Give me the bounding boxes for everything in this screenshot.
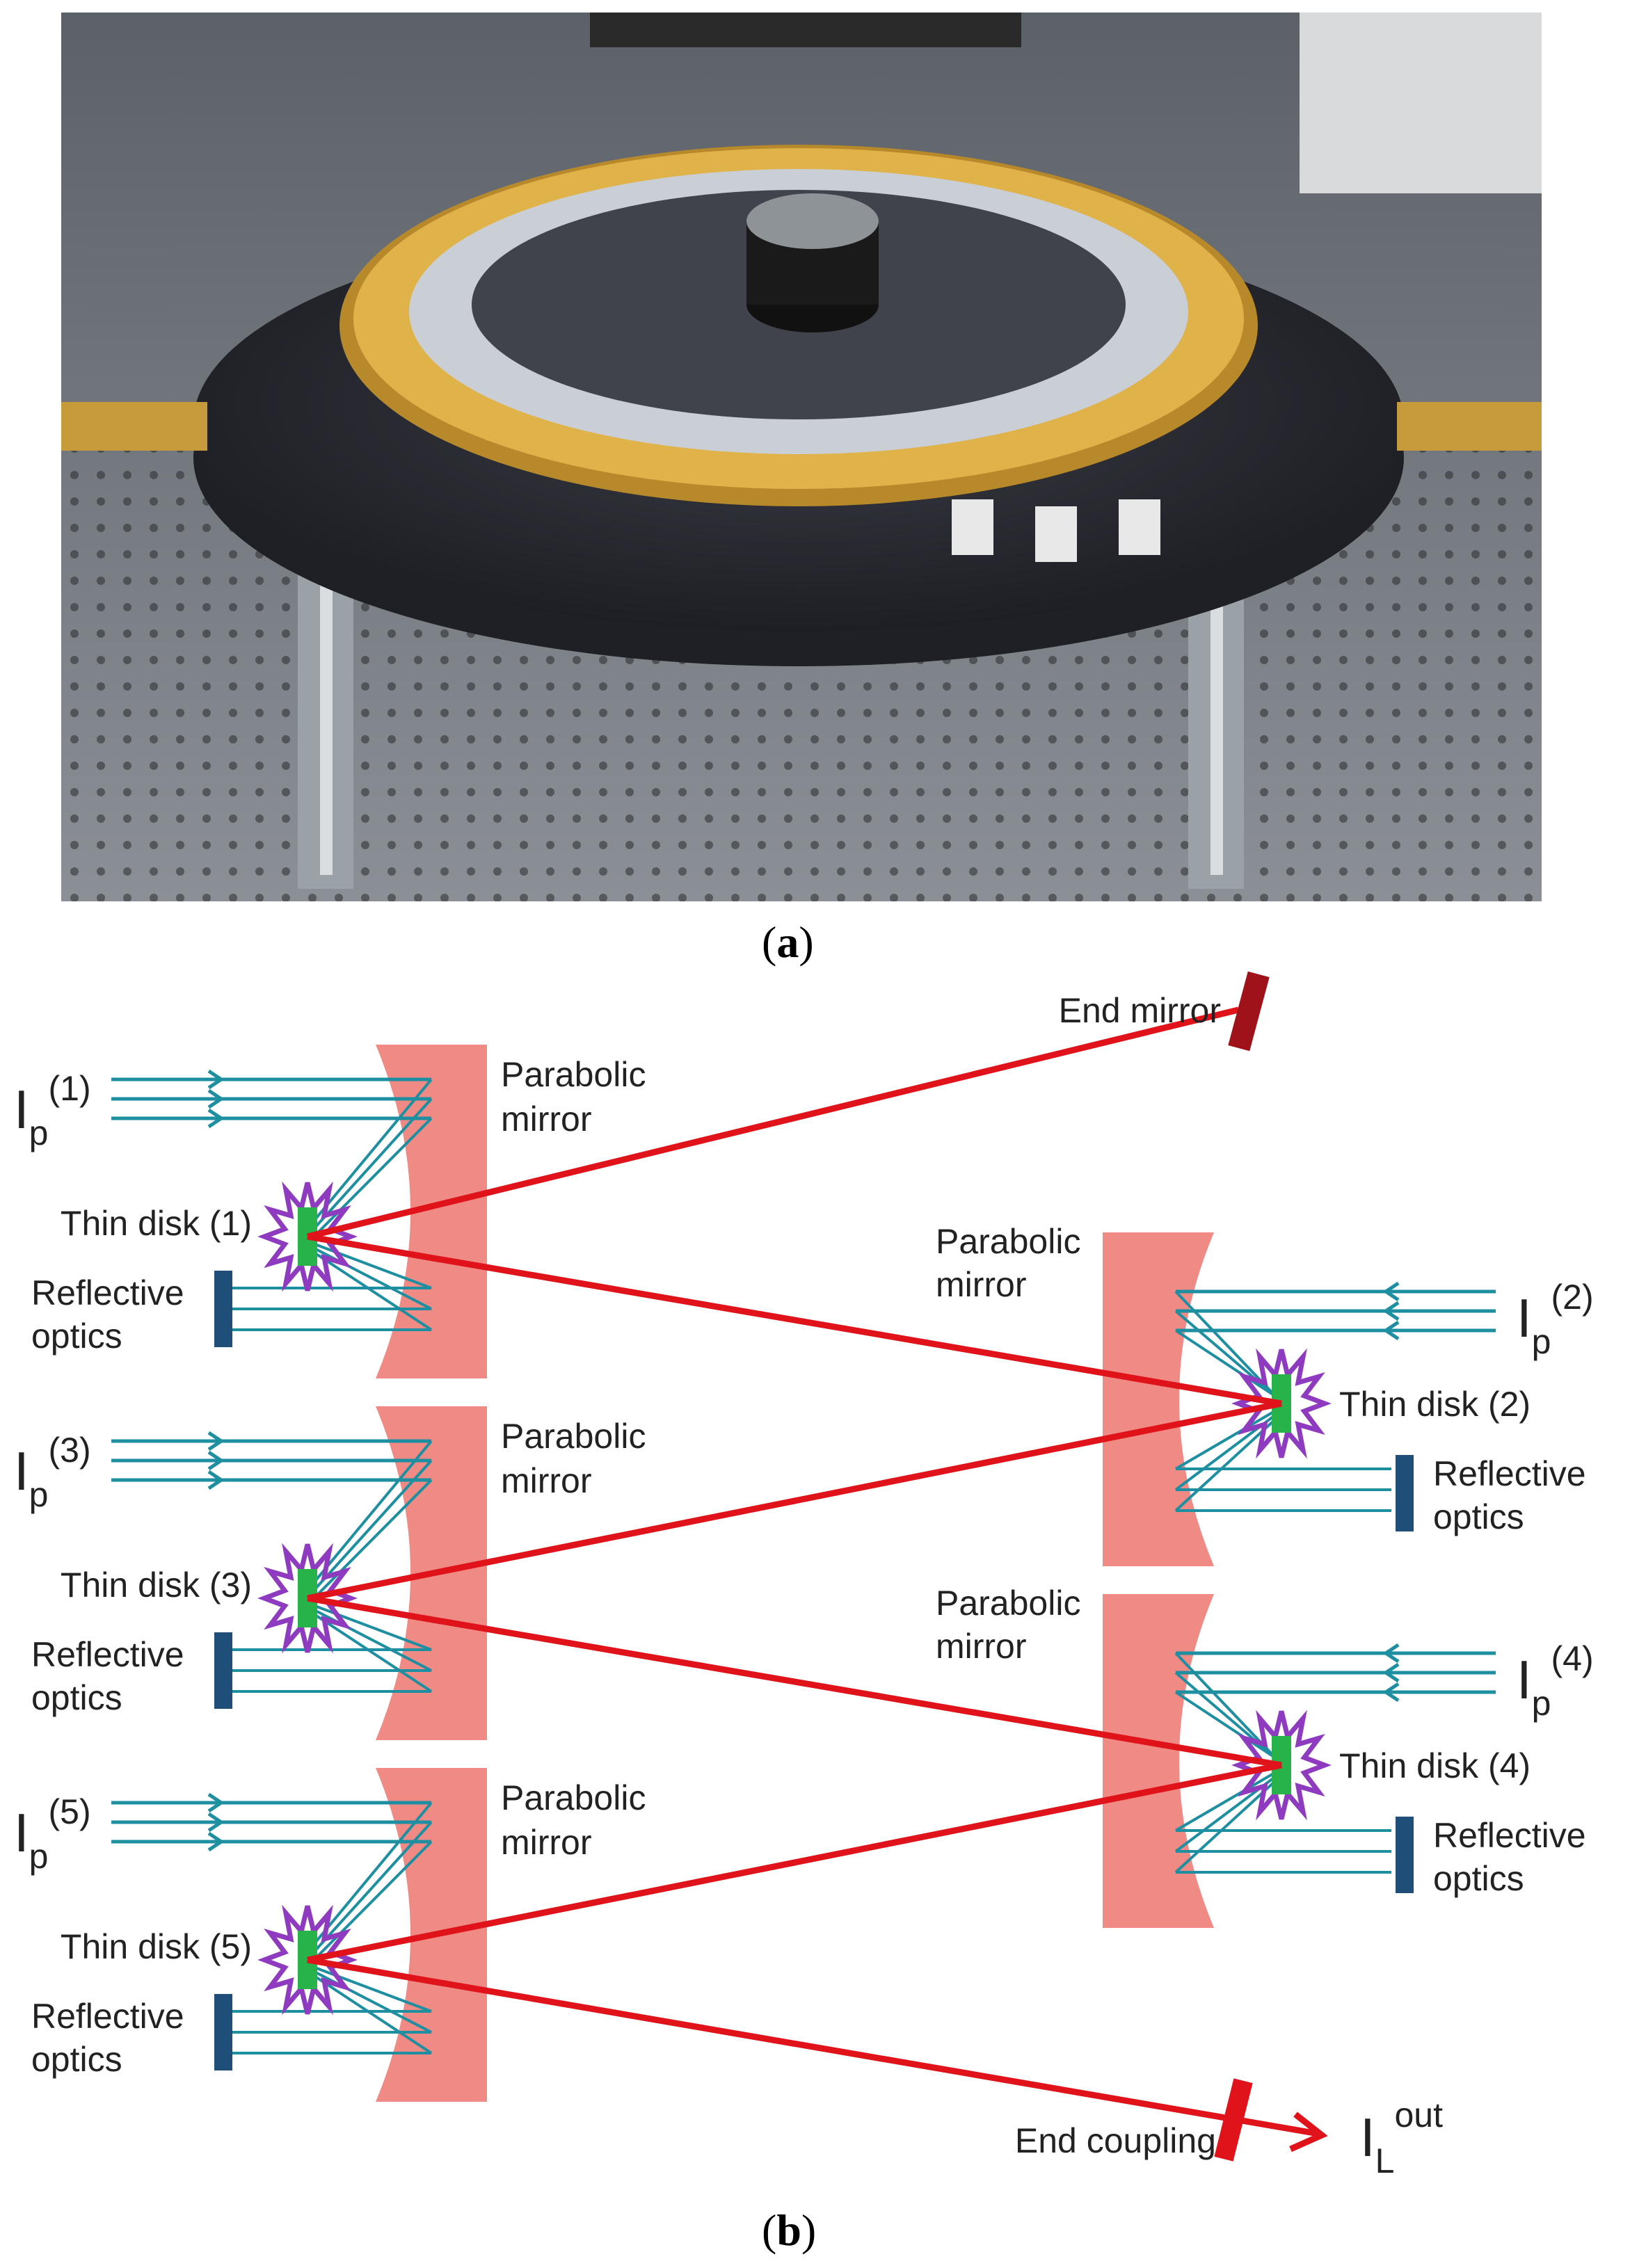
pump-beam xyxy=(312,1612,433,1693)
reflective-optics-label: optics xyxy=(1433,1859,1524,1898)
reflective-optics xyxy=(214,1994,232,2070)
reflective-optics xyxy=(1396,1455,1414,1531)
arrow-icon xyxy=(207,1069,225,1090)
thin-disk-label: Thin disk (4) xyxy=(1339,1746,1531,1785)
arrow-icon xyxy=(207,1431,225,1451)
pump-beam xyxy=(1174,1771,1277,1832)
pump-beam xyxy=(1174,1409,1277,1470)
disk-glow-icon xyxy=(257,1181,358,1292)
parabolic-mirror-label: Parabolic xyxy=(936,1584,1080,1623)
pump-beam xyxy=(1174,1779,1277,1874)
parabolic-mirror-label: Parabolic xyxy=(501,1055,646,1094)
laser-beam xyxy=(306,1006,1240,1240)
parabolic-mirror-label: mirror xyxy=(936,1627,1027,1666)
reflective-optics xyxy=(1396,1817,1414,1893)
laser-beam xyxy=(307,1762,1282,1963)
thin-disk-ring-photo xyxy=(61,13,1542,901)
pump-beam xyxy=(312,1078,433,1223)
arrow-icon xyxy=(207,1470,225,1490)
pump-beam xyxy=(312,1974,433,2054)
disk-glow-icon xyxy=(1231,1710,1332,1821)
arrow-icon xyxy=(207,1792,225,1813)
panel-label-a: (a) xyxy=(762,917,814,967)
pump-beam xyxy=(312,1440,433,1585)
end-mirror xyxy=(1228,971,1270,1052)
parabolic-mirror-label: mirror xyxy=(501,1100,592,1139)
reflective-optics-label: optics xyxy=(31,2040,122,2079)
reflective-optics-label: Reflective xyxy=(1433,1816,1586,1855)
arrow-icon xyxy=(207,1812,225,1833)
pump-beam xyxy=(312,1459,433,1593)
disk-glow-icon xyxy=(257,1904,358,2016)
arrow-icon xyxy=(1382,1281,1400,1302)
reflective-optics-label: optics xyxy=(31,1678,122,1717)
pump-beam xyxy=(312,1840,433,1962)
arrow-icon xyxy=(207,1088,225,1109)
pump-beam xyxy=(312,1801,433,1947)
end-coupling xyxy=(1214,2078,1253,2162)
parabolic-mirror-label: Parabolic xyxy=(501,1417,646,1456)
arrow-icon xyxy=(1382,1643,1400,1664)
reflective-optics-label: optics xyxy=(31,1317,122,1356)
thin-disk-label: Thin disk (5) xyxy=(61,1927,252,1966)
pump-beam xyxy=(312,1097,433,1231)
panel-label-b: (b) xyxy=(762,2205,817,2255)
pump-beam xyxy=(1174,1691,1277,1760)
laser-beam xyxy=(307,1400,1282,1602)
pump-label: Ip(4) xyxy=(1517,1639,1594,1723)
arrow-icon xyxy=(207,1108,225,1129)
pump-label: Ip(2) xyxy=(1517,1278,1594,1361)
parabolic-mirror-label: mirror xyxy=(501,1823,592,1862)
laser-beam xyxy=(307,1233,1282,1407)
end-mirror-label: End mirror xyxy=(1059,991,1221,1030)
arrow-icon xyxy=(1382,1301,1400,1321)
thin-disk-label: Thin disk (2) xyxy=(1339,1385,1531,1424)
output-arrow-icon xyxy=(1289,2112,1328,2153)
thin-disk-label: Thin disk (1) xyxy=(61,1204,252,1243)
parabolic-mirror-label: mirror xyxy=(936,1265,1027,1304)
thin-disk-label: Thin disk (3) xyxy=(61,1566,252,1605)
reflective-optics xyxy=(214,1632,232,1709)
laser-beam xyxy=(307,1595,1282,1769)
parabolic-mirror xyxy=(1103,1232,1214,1566)
arrow-icon xyxy=(207,1831,225,1852)
parabolic-mirror-label: Parabolic xyxy=(501,1778,646,1817)
arrow-icon xyxy=(1382,1682,1400,1703)
end-coupling-label: End coupling xyxy=(1015,2121,1216,2160)
pump-label: Ip(1) xyxy=(14,1069,91,1152)
output-label: ILout xyxy=(1360,2096,1443,2180)
reflective-optics-label: Reflective xyxy=(31,1997,184,2036)
pump-label: Ip(3) xyxy=(14,1431,91,1514)
arrow-icon xyxy=(1382,1662,1400,1683)
reflective-optics-label: Reflective xyxy=(31,1273,184,1312)
parabolic-mirror xyxy=(1103,1594,1214,1928)
laser-beam xyxy=(307,1956,1319,2137)
pump-label: Ip(5) xyxy=(14,1792,91,1876)
pump-beam xyxy=(1174,1417,1277,1512)
reflective-optics-label: optics xyxy=(1433,1497,1524,1536)
pump-beam xyxy=(312,1250,433,1331)
reflective-optics-label: Reflective xyxy=(1433,1454,1586,1493)
parabolic-mirror-label: Parabolic xyxy=(936,1222,1080,1261)
reflective-optics xyxy=(214,1271,232,1347)
disk-glow-icon xyxy=(1231,1348,1332,1459)
pump-beam xyxy=(312,1117,433,1239)
pump-beam xyxy=(312,1479,433,1600)
reflective-optics-label: Reflective xyxy=(31,1635,184,1674)
disk-glow-icon xyxy=(257,1543,358,1654)
pump-beam xyxy=(1174,1329,1277,1398)
parabolic-mirror-label: mirror xyxy=(501,1461,592,1500)
arrow-icon xyxy=(207,1450,225,1471)
pump-beam xyxy=(312,1821,433,1954)
arrow-icon xyxy=(1382,1320,1400,1341)
